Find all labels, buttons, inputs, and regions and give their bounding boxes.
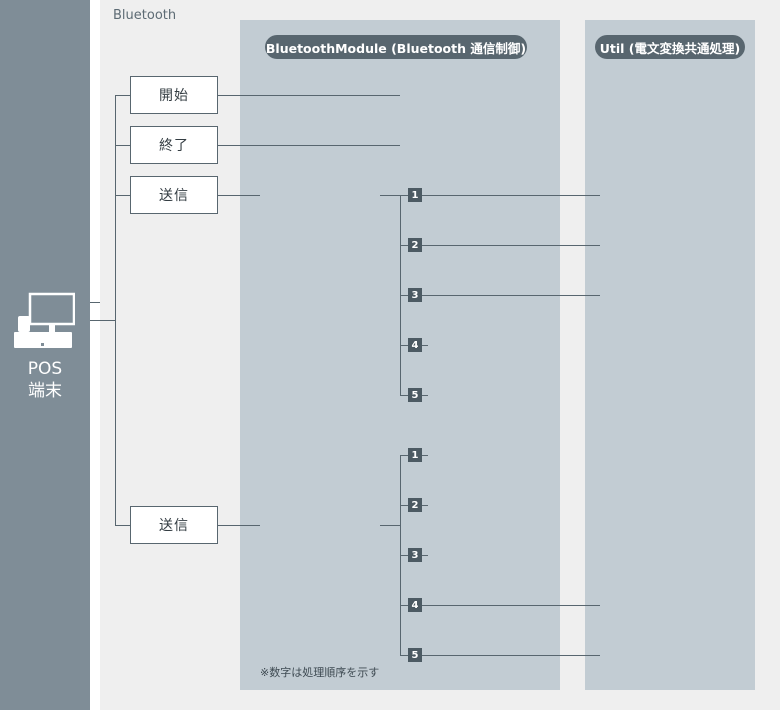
connector-line: [115, 195, 130, 196]
step-number: 4: [408, 598, 422, 612]
connector-line: [115, 95, 130, 96]
pos-terminal-icon: [14, 292, 75, 348]
flow-line: [218, 525, 260, 526]
pos-terminal-label: POS 端末: [0, 358, 90, 402]
connector-line: [90, 320, 115, 321]
flow-line: [380, 525, 400, 526]
pos-label-line1: POS: [27, 359, 63, 379]
connector-line: [90, 302, 100, 303]
send-action: 送信: [130, 176, 218, 214]
branch-line: [400, 605, 600, 606]
pos-label-line2: 端末: [28, 381, 62, 401]
end-action: 終了: [130, 126, 218, 164]
pos-terminal-panel: [0, 0, 90, 710]
start-action: 開始: [130, 76, 218, 114]
step-number: 2: [408, 498, 422, 512]
send-action: 送信: [130, 506, 218, 544]
flow-line: [218, 95, 400, 96]
step-number: 3: [408, 548, 422, 562]
step-number: 5: [408, 648, 422, 662]
flow-line: [218, 145, 400, 146]
util-column: [585, 20, 755, 690]
util-column-header: Util (電文変換共通処理): [595, 35, 745, 59]
module-column-header: BluetoothModule (Bluetooth 通信制御): [265, 35, 527, 59]
step-number: 4: [408, 338, 422, 352]
branch-line: [400, 245, 600, 246]
connector-line: [115, 525, 130, 526]
branch-line: [400, 195, 600, 196]
trunk-line: [115, 95, 116, 526]
flow-line: [380, 195, 400, 196]
connector-line: [115, 145, 130, 146]
branch-line: [400, 655, 600, 656]
flow-line: [218, 195, 260, 196]
footnote: ※数字は処理順序を示す: [260, 666, 380, 679]
step-number: 1: [408, 188, 422, 202]
step-number: 1: [408, 448, 422, 462]
branch-line: [400, 295, 600, 296]
step-number: 2: [408, 238, 422, 252]
step-number: 3: [408, 288, 422, 302]
section-title: Bluetooth: [113, 8, 177, 23]
step-number: 5: [408, 388, 422, 402]
